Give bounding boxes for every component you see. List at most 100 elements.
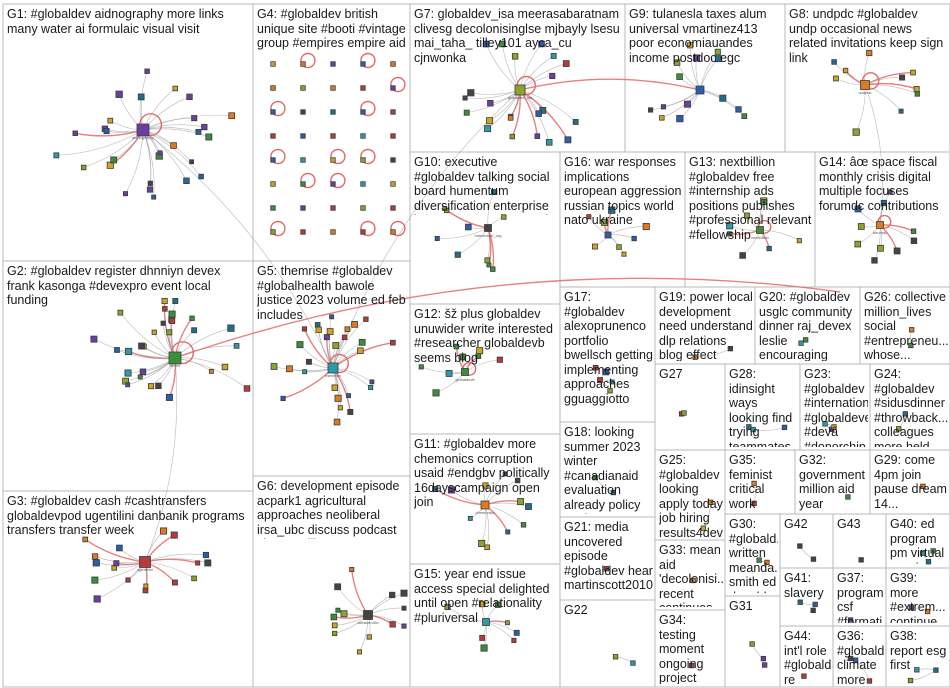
node-g9-5 <box>735 106 742 113</box>
node-g2-5 <box>227 324 235 332</box>
node-g4-32 <box>330 205 336 211</box>
node-g10-6 <box>484 257 491 264</box>
node-g4-25 <box>270 181 276 187</box>
node-g39-1 <box>924 608 931 615</box>
self-loop-g4-13 <box>360 100 376 117</box>
node-g5-8 <box>334 394 342 402</box>
node-g1-16 <box>107 117 114 124</box>
node-g7-6 <box>509 133 516 140</box>
node-g10-2 <box>490 266 496 272</box>
node-g38-1 <box>933 667 939 673</box>
edge-15 <box>142 114 232 131</box>
node-g20-1 <box>798 340 804 346</box>
node-g40-2 <box>920 550 926 556</box>
group-label-g23: G23: #globaldev #internation... #globald… <box>804 367 868 447</box>
node-g14-6 <box>910 237 918 244</box>
node-g7-8 <box>564 136 572 144</box>
node-g6-12 <box>401 605 407 611</box>
hub-node-g2 <box>168 351 182 365</box>
node-g15-7 <box>504 620 510 626</box>
node-g40-1 <box>925 559 932 565</box>
node-g15-3 <box>513 629 520 636</box>
node-g1-17 <box>80 164 87 171</box>
node-g6-4 <box>389 621 396 628</box>
node-g13-7 <box>760 199 767 206</box>
group-label-g9: G9: tulanesla taxes alum universal vmart… <box>629 7 767 65</box>
group-label-g8: G8: undpdc #globaldev undp occasional ne… <box>789 7 944 65</box>
node-g13-3 <box>743 212 750 219</box>
node-g31-0 <box>761 662 768 668</box>
edge-cross-devex-g3 <box>144 357 178 563</box>
node-g7-10 <box>549 72 556 79</box>
group-label-g26: G26: collective million_lives social #en… <box>864 290 948 361</box>
node-g4-20 <box>270 157 276 163</box>
self-loop-g4-23 <box>360 148 376 165</box>
node-g5-21 <box>270 363 278 370</box>
node-g2-17 <box>125 382 131 388</box>
node-g4-35 <box>270 229 276 235</box>
node-g30-1 <box>756 557 762 563</box>
node-g41-0 <box>810 607 816 614</box>
node-g5-14 <box>280 395 286 401</box>
node-g7-1 <box>462 95 468 101</box>
node-g8-2 <box>910 69 916 76</box>
node-g5-15 <box>329 314 334 320</box>
group-label-g35: G35: feminist critical work autonomous e… <box>729 453 773 511</box>
node-g23-1 <box>822 421 828 427</box>
group-label-g15: G15: year end issue access special delig… <box>414 567 550 625</box>
node-g21-0 <box>603 566 610 572</box>
group-box-g6 <box>252 475 411 688</box>
node-g5-18 <box>302 369 308 375</box>
node-g12-2 <box>496 356 503 363</box>
group-box-g28 <box>724 363 801 451</box>
node-g3-0 <box>93 595 101 603</box>
group-box-g41 <box>779 567 834 627</box>
node-g2-18 <box>168 310 176 318</box>
group-label-g27: G27 <box>659 367 683 381</box>
node-label-globaldev-isa: globaldev_isa <box>508 95 533 100</box>
node-g29-0 <box>920 483 926 489</box>
self-loop-g4-27 <box>330 172 346 189</box>
node-g7-18 <box>545 139 553 146</box>
edge-137 <box>519 89 576 123</box>
node-g18-1 <box>592 474 598 481</box>
group-label-g16: G16: war responses implications european… <box>564 155 682 227</box>
node-g5-9 <box>358 338 366 346</box>
group-box-g36 <box>832 625 887 688</box>
node-g5-1 <box>296 341 304 349</box>
node-g2-13 <box>221 363 229 371</box>
group-label-g36: G36: #globald... climate more <box>837 629 884 684</box>
node-g11-3 <box>467 515 473 521</box>
node-g5-27 <box>351 321 358 328</box>
node-g30-0 <box>764 559 770 566</box>
node-g3-15 <box>125 577 131 583</box>
node-g5-6 <box>306 358 312 365</box>
group-label-g1: G1: #globaldev aidnography more links ma… <box>7 7 224 36</box>
node-g38-2 <box>907 677 914 684</box>
group-box-g3 <box>2 490 254 688</box>
group-box-g30 <box>724 513 781 597</box>
node-g14-3 <box>854 205 862 213</box>
node-g4-11 <box>300 109 306 115</box>
node-g44-0 <box>801 673 807 679</box>
node-g7-21 <box>467 89 475 97</box>
group-label-g40: G40: ed program pm virtual session... <box>890 517 945 565</box>
node-g34-0 <box>689 662 695 669</box>
node-g7-14 <box>484 125 492 133</box>
node-g35-0 <box>751 480 757 487</box>
group-label-g25: G25: #globaldev looking apply today job … <box>659 453 723 537</box>
node-g1-20 <box>198 173 204 180</box>
edge-5 <box>56 129 144 156</box>
node-g9-8 <box>719 94 727 102</box>
node-g2-21 <box>148 383 155 390</box>
node-g4-28 <box>360 181 366 187</box>
node-g2-10 <box>166 329 173 336</box>
node-g1-7 <box>147 180 153 186</box>
group-box-g39 <box>885 567 950 627</box>
node-g10-8 <box>486 262 492 268</box>
hub-node-g10 <box>484 224 492 232</box>
group-label-g2: G2: #globaldev register dhnniyn devex fr… <box>7 264 221 307</box>
node-g14-7 <box>893 247 901 255</box>
self-loop-g4-22 <box>330 148 346 165</box>
group-label-g6: G6: development episode acpark1 agricult… <box>257 479 400 539</box>
